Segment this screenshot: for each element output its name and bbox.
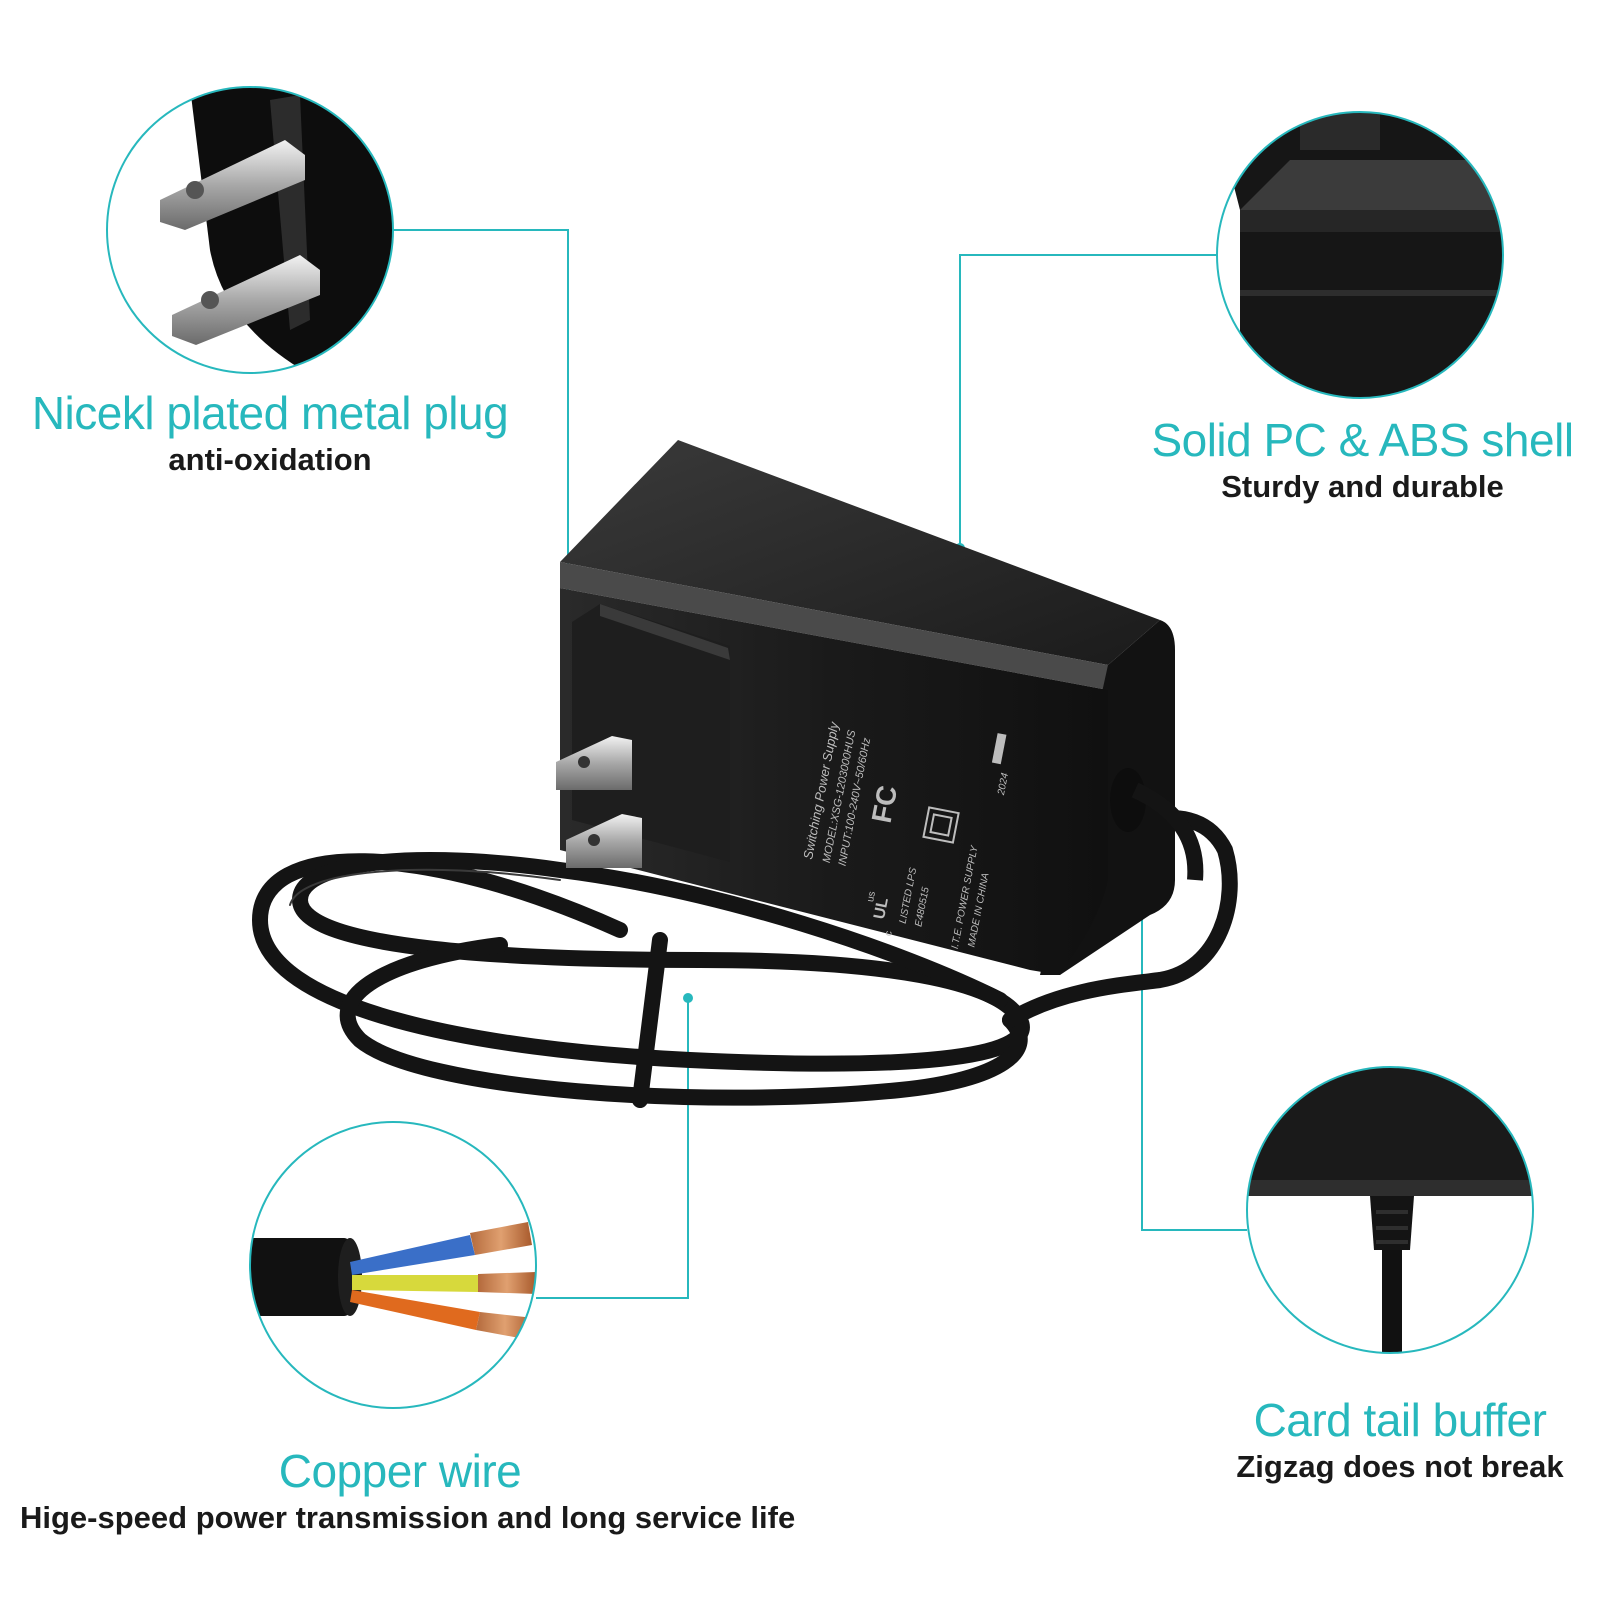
tail-feature-title: Card tail buffer — [1253, 1394, 1547, 1446]
wire-feature-title: Copper wire — [278, 1445, 522, 1497]
shell-feature-label: Solid PC & ABS shell Sturdy and durable — [1140, 415, 1585, 506]
shell-feature-subtitle: Sturdy and durable — [1221, 468, 1504, 504]
tail-callout-line — [1141, 810, 1247, 1231]
tail-buffer-icon — [1246, 1066, 1534, 1354]
copper-wire-icon — [249, 1121, 537, 1409]
plug-callout-line — [393, 229, 569, 665]
bottom-prong — [566, 814, 642, 868]
ul-c: c — [883, 930, 895, 937]
metal-plug-icon — [106, 86, 394, 374]
tail-feature-subtitle: Zigzag does not break — [1236, 1448, 1564, 1484]
shell-callout-line — [959, 254, 1217, 548]
wire-feature-label: Copper wire Hige-speed power transmissio… — [20, 1445, 796, 1537]
fc-mark: FC — [866, 783, 904, 826]
callout-lines — [393, 229, 1247, 1299]
plug-feature-label: Nicekl plated metal plug anti-oxidation — [20, 388, 520, 479]
shell-feature-title: Solid PC & ABS shell — [1151, 414, 1574, 466]
tail-feature-label: Card tail buffer Zigzag does not break — [1220, 1395, 1580, 1486]
wire-feature-subtitle: Hige-speed power transmission and long s… — [20, 1499, 796, 1535]
top-prong — [556, 736, 632, 790]
adapter-body — [556, 440, 1204, 975]
coiled-cable — [251, 810, 1238, 1108]
year-mark: 2024 — [996, 772, 1011, 797]
plug-feature-title: Nicekl plated metal plug — [31, 387, 509, 439]
ul-mark: UL — [871, 896, 892, 920]
shell-corner-icon — [1216, 111, 1504, 399]
plug-feature-subtitle: anti-oxidation — [168, 441, 372, 477]
ul-us: us — [865, 891, 878, 903]
